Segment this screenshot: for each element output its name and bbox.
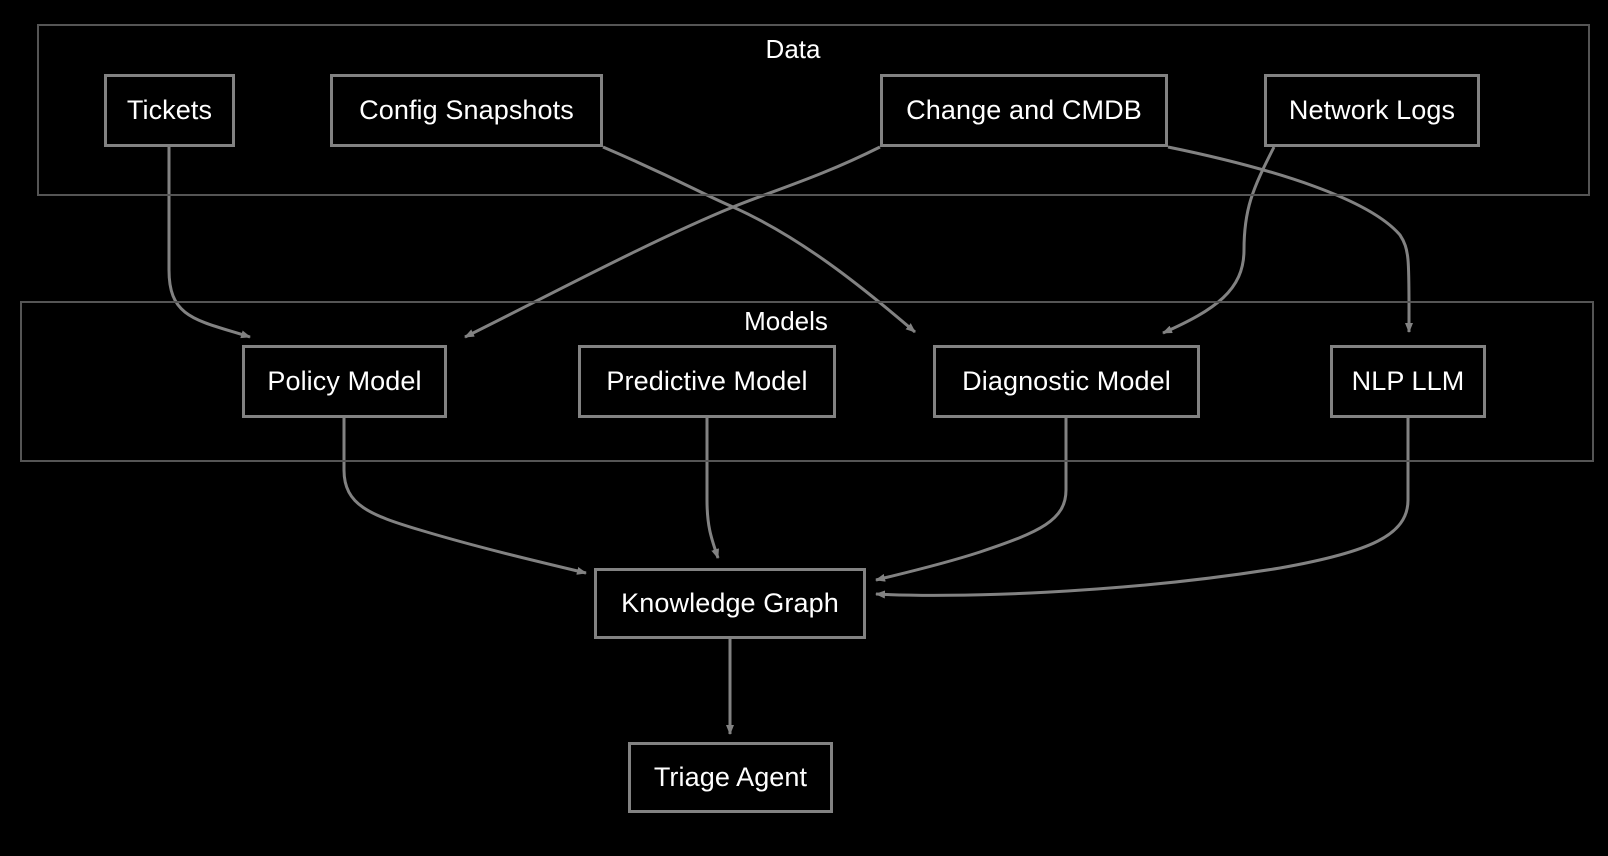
node-predictive-model[interactable]: Predictive Model <box>578 345 836 418</box>
node-knowledge-graph[interactable]: Knowledge Graph <box>594 568 866 639</box>
node-policy-model[interactable]: Policy Model <box>242 345 447 418</box>
cluster-label-data: Data <box>765 34 821 64</box>
node-triage-agent[interactable]: Triage Agent <box>628 742 833 813</box>
node-diagnostic-model[interactable]: Diagnostic Model <box>933 345 1200 418</box>
cluster-label-models: Models <box>744 306 828 336</box>
node-change-and-cmdb[interactable]: Change and CMDB <box>880 74 1168 147</box>
cluster-models <box>20 301 1594 462</box>
node-config-snapshots[interactable]: Config Snapshots <box>330 74 603 147</box>
node-nlp-llm[interactable]: NLP LLM <box>1330 345 1486 418</box>
node-tickets[interactable]: Tickets <box>104 74 235 147</box>
node-network-logs[interactable]: Network Logs <box>1264 74 1480 147</box>
cluster-data <box>37 24 1590 196</box>
